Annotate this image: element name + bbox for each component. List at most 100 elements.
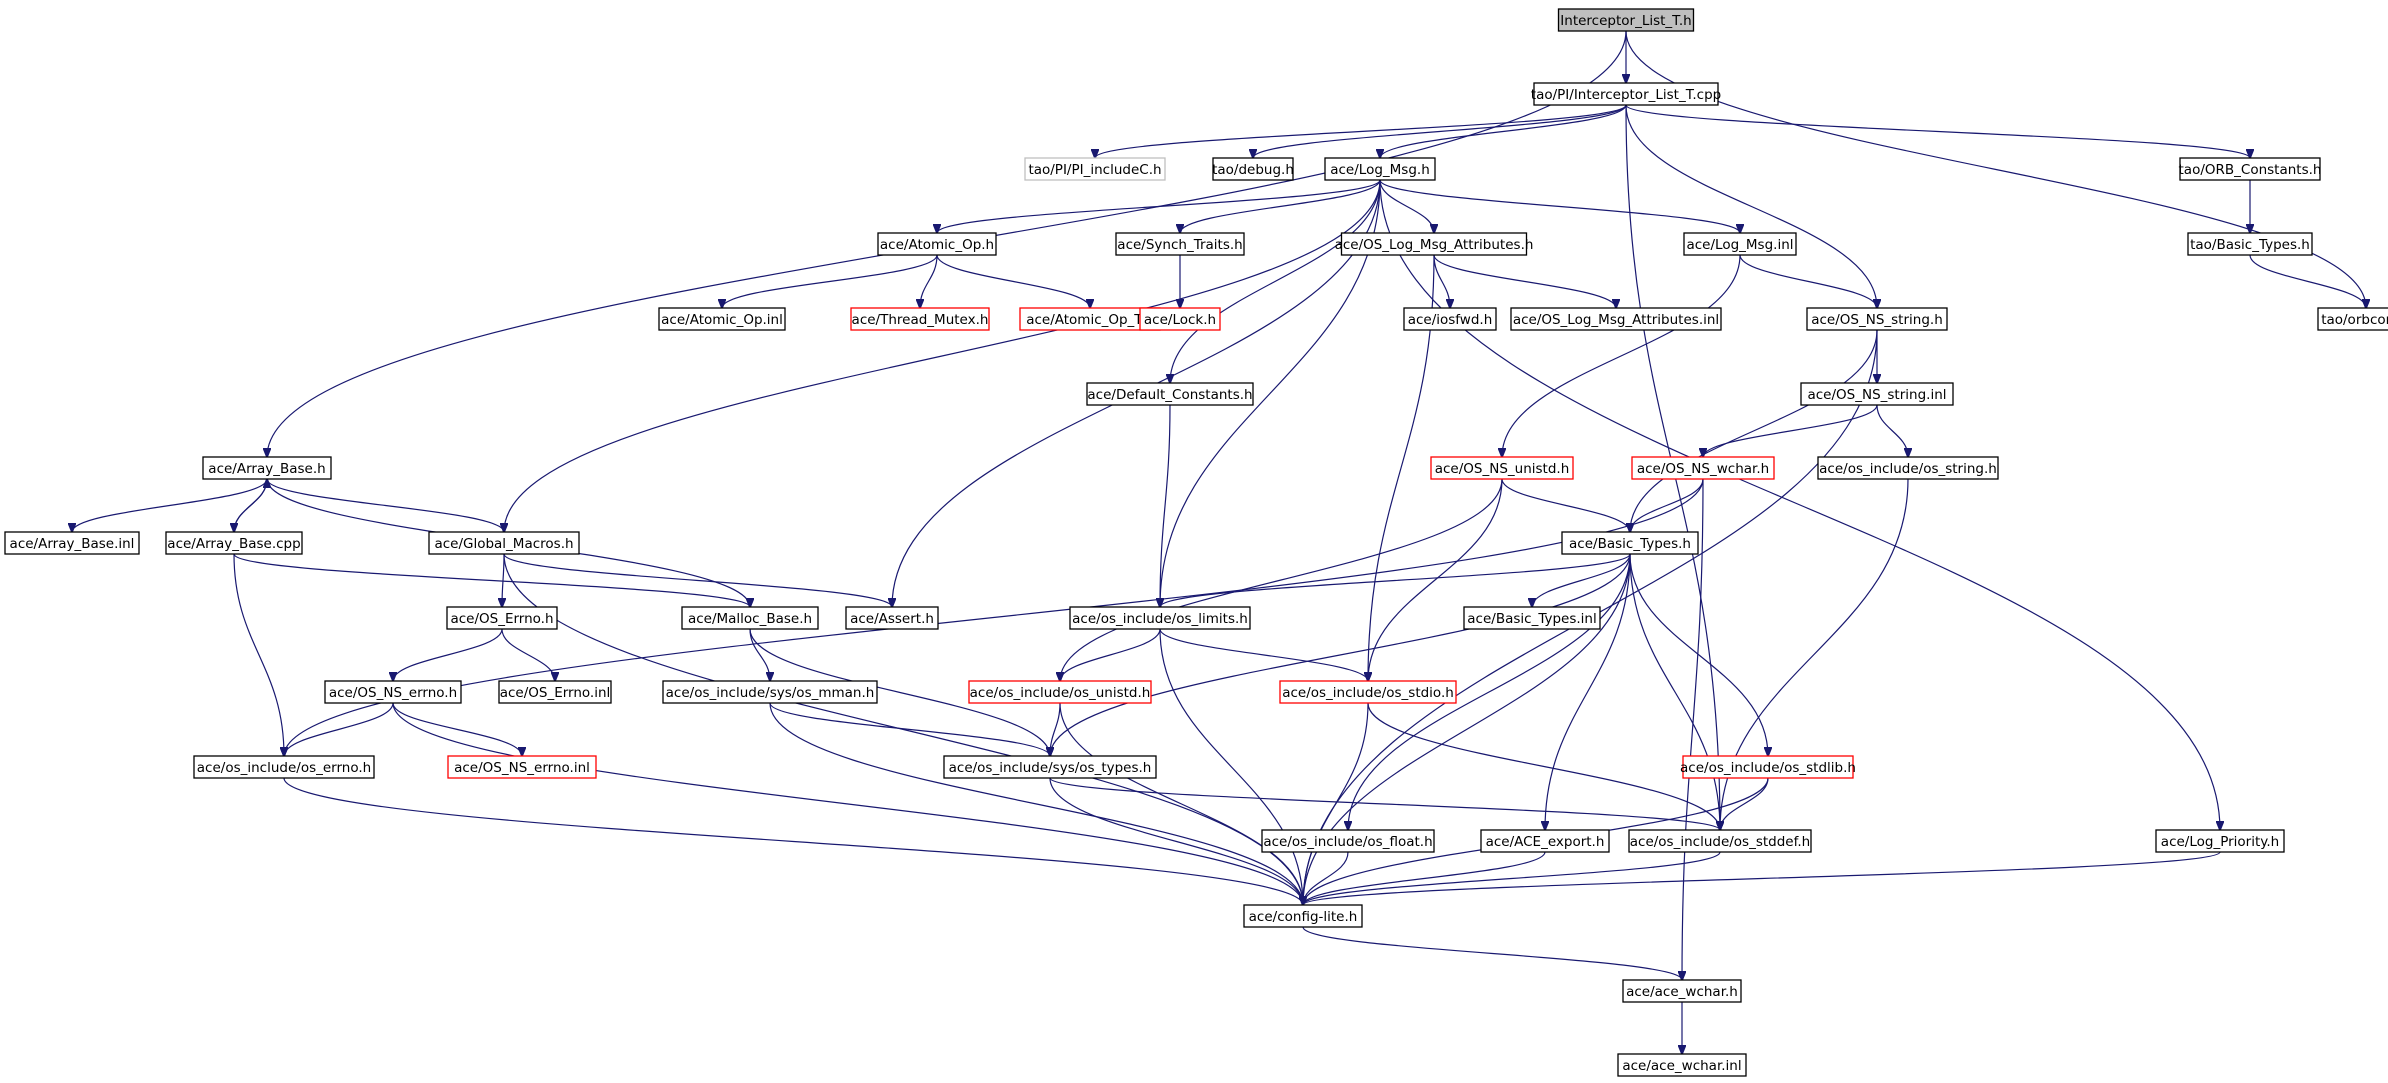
node-label: tao/PI/Interceptor_List_T.cpp [1531,87,1721,103]
node-ace_wchar_h[interactable]: ace/ace_wchar.h [1622,979,1742,1003]
node-sys_os_mman[interactable]: ace/os_include/sys/os_mman.h [662,680,878,704]
node-os_float[interactable]: ace/os_include/os_float.h [1261,829,1435,853]
node-pi_includec[interactable]: tao/PI/PI_includeC.h [1024,157,1166,181]
edge-log_msg_h-to-os_log_attr [1379,179,1434,233]
node-label: ace/os_include/os_stdio.h [1282,685,1454,701]
node-os_errno_h_main[interactable]: ace/OS_Errno.h [446,606,558,630]
node-box [850,307,990,331]
node-label: ace/config-lite.h [1249,909,1358,925]
node-label: ace/OS_NS_string.h [1811,312,1943,328]
node-label: ace/Basic_Types.inl [1467,611,1596,627]
edge-os_log_attr-to-os_log_attr_inl [1433,254,1616,308]
edge-tao_pi_cpp-to-log_msg_h [1380,104,1627,158]
node-box [2155,829,2285,853]
edge-basic_types_h-to-os_stddef [1629,553,1720,830]
node-log_msg_h[interactable]: ace/Log_Msg.h [1324,157,1436,181]
node-os_ns_string_h[interactable]: ace/OS_NS_string.h [1806,307,1948,331]
node-ace_wchar_inl[interactable]: ace/ace_wchar.inl [1617,1053,1747,1077]
node-atomic_op_inl[interactable]: ace/Atomic_Op.inl [658,307,786,331]
node-array_base_inl[interactable]: ace/Array_Base.inl [4,531,140,555]
node-os_ns_unistd[interactable]: ace/OS_NS_unistd.h [1430,456,1574,480]
node-basic_types_h[interactable]: ace/Basic_Types.h [1561,531,1699,555]
node-atomic_op_t[interactable]: ace/Atomic_Op_T.h [1019,307,1161,331]
node-label: tao/ORB_Constants.h [2179,162,2322,178]
edge-basic_types_h-to-sys_os_types [1050,553,1631,756]
node-thread_mutex[interactable]: ace/Thread_Mutex.h [850,307,990,331]
node-lock_h[interactable]: ace/Lock.h [1139,307,1221,331]
edge-array_base_cpp-to-os_include_errno [233,553,284,756]
node-tao_orbconf[interactable]: tao/orbconf.h [2317,307,2388,331]
edge-tao_basic_types-to-tao_orbconf [2249,254,2366,308]
node-os_include_errno[interactable]: ace/os_include/os_errno.h [193,755,375,779]
node-box [1243,904,1363,928]
node-array_base_h[interactable]: ace/Array_Base.h [202,456,332,480]
node-os_log_attr[interactable]: ace/OS_Log_Msg_Attributes.h [1335,232,1534,256]
node-os_log_attr_inl[interactable]: ace/OS_Log_Msg_Attributes.inl [1510,307,1722,331]
node-box [968,680,1152,704]
node-os_ns_wchar[interactable]: ace/OS_NS_wchar.h [1631,456,1775,480]
node-os_ns_string_inl[interactable]: ace/OS_NS_string.inl [1800,382,1954,406]
edge-ace_export-to-config_lite [1303,851,1546,905]
node-os_stdlib[interactable]: ace/os_include/os_stdlib.h [1680,755,1856,779]
node-os_ns_errno_h[interactable]: ace/OS_NS_errno.h [324,680,462,704]
node-os_unistd[interactable]: ace/os_include/os_unistd.h [968,680,1152,704]
node-label: ace/Atomic_Op.inl [661,312,783,328]
node-os_string_h[interactable]: ace/os_include/os_string.h [1817,456,1999,480]
node-tao_basic_types[interactable]: tao/Basic_Types.h [2187,232,2313,256]
node-log_msg_inl[interactable]: ace/Log_Msg.inl [1683,232,1797,256]
node-label: ace/OS_NS_errno.h [329,685,457,701]
node-label: ace/ace_wchar.h [1626,984,1738,1000]
node-os_stdio[interactable]: ace/os_include/os_stdio.h [1279,680,1457,704]
edge-log_msg_h-to-log_priority [1379,179,2220,830]
node-default_constants[interactable]: ace/Default_Constants.h [1086,382,1254,406]
edge-os_stdlib-to-os_stddef [1720,777,1769,830]
node-root[interactable]: Interceptor_List_T.h [1557,8,1695,32]
edge-log_msg_h-to-atomic_op_h [937,179,1381,233]
node-os_limits[interactable]: ace/os_include/os_limits.h [1069,606,1251,630]
node-ace_export[interactable]: ace/ACE_export.h [1480,829,1610,853]
node-label: ace/OS_NS_errno.inl [454,760,590,776]
node-label: ace/os_include/os_limits.h [1072,611,1248,627]
node-label: ace/OS_Errno.h [450,611,553,627]
node-orb_constants[interactable]: tao/ORB_Constants.h [2179,157,2322,181]
edge-os_ns_wchar-to-basic_types_h [1630,478,1704,532]
node-label: ace/OS_Log_Msg_Attributes.inl [1513,312,1719,328]
node-os_errno_inl[interactable]: ace/OS_Errno.inl [498,680,612,704]
node-label: ace/ace_wchar.inl [1622,1058,1741,1074]
edge-os_ns_errno_h-to-config_lite [392,702,1303,905]
node-malloc_base[interactable]: ace/Malloc_Base.h [681,606,819,630]
edge-array_base_h-to-array_base_inl [72,478,268,532]
node-iosfwd[interactable]: ace/iosfwd.h [1403,307,1497,331]
node-label: ace/OS_NS_wchar.h [1637,461,1769,477]
node-label: ace/os_include/os_errno.h [197,760,371,776]
edge-tao_pi_cpp-to-os_ns_string_h [1625,104,1877,308]
node-box [1279,680,1457,704]
node-box [1340,232,1528,256]
node-label: ace/Assert.h [850,611,934,627]
node-label: ace/OS_NS_string.inl [1807,387,1946,403]
node-os_ns_errno_inl[interactable]: ace/OS_NS_errno.inl [447,755,597,779]
node-tao_debug[interactable]: tao/debug.h [1212,157,1294,181]
node-label: ace/Atomic_Op.h [880,237,994,253]
edge-sys_os_mman-to-sys_os_types [769,702,1050,756]
node-array_base_cpp[interactable]: ace/Array_Base.cpp [165,531,303,555]
node-box [1069,606,1251,630]
edge-atomic_op_h-to-thread_mutex [920,254,938,308]
node-basic_types_inl[interactable]: ace/Basic_Types.inl [1463,606,1601,630]
edge-os_include_errno-to-config_lite [283,777,1303,905]
node-atomic_op_h[interactable]: ace/Atomic_Op.h [877,232,997,256]
node-box [1683,232,1797,256]
node-sys_os_types[interactable]: ace/os_include/sys/os_types.h [943,755,1157,779]
node-synch_traits[interactable]: ace/Synch_Traits.h [1115,232,1245,256]
node-layer: Interceptor_List_T.h tao/PI/Interceptor_L… [4,8,2388,1077]
node-label: ace/os_include/os_stdlib.h [1680,760,1856,776]
node-config_lite[interactable]: ace/config-lite.h [1243,904,1363,928]
node-log_priority[interactable]: ace/Log_Priority.h [2155,829,2285,853]
node-tao_pi_cpp[interactable]: tao/PI/Interceptor_List_T.cpp [1531,82,1721,106]
edge-os_unistd-to-config_lite [1059,702,1303,905]
node-label: ace/Atomic_Op_T.h [1026,312,1154,328]
node-global_macros[interactable]: ace/Global_Macros.h [428,531,580,555]
node-assert_h[interactable]: ace/Assert.h [845,606,939,630]
node-os_stddef[interactable]: ace/os_include/os_stddef.h [1628,829,1812,853]
node-box [1024,157,1166,181]
